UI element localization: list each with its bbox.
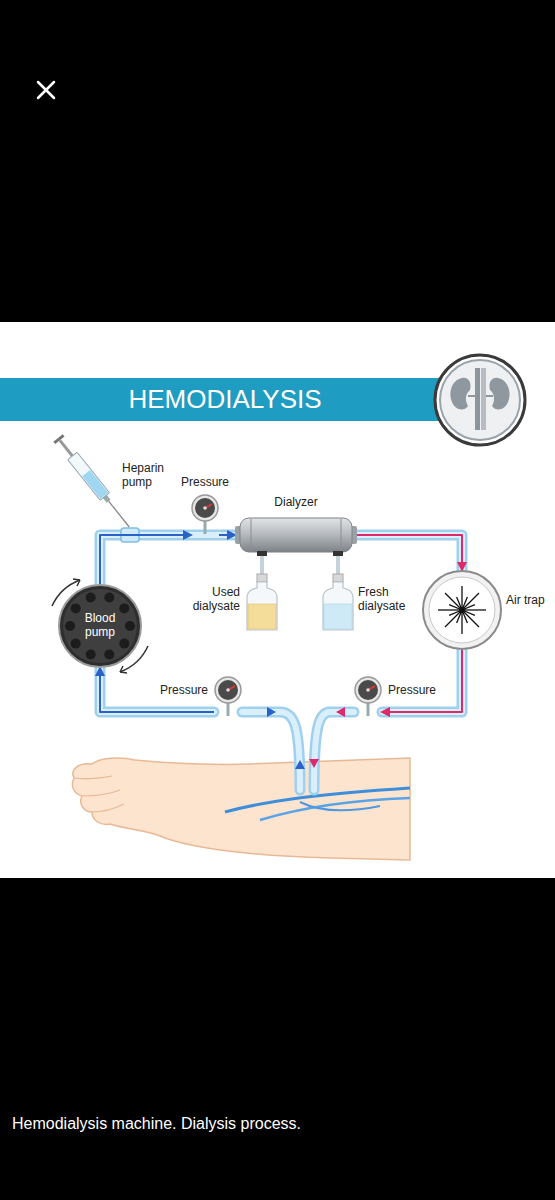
pressure-gauge-shape (214, 676, 242, 718)
fresh-dialysate-bottle-shape (322, 574, 354, 632)
blood-flow-connector (219, 534, 235, 536)
heparin-syringe: Heparin pump (50, 432, 135, 532)
node-label: Heparin pump (122, 462, 176, 490)
air-trap-shape (422, 570, 502, 650)
title-banner (0, 378, 450, 421)
flow-arrows (267, 707, 345, 769)
node-label: Air trap (506, 594, 546, 608)
node-label: Dialyzer (245, 496, 347, 510)
node-label: Pressure (165, 476, 245, 490)
used-dialysate-bottle: Used dialysate (246, 574, 278, 632)
pressure-gauge-shape (191, 494, 219, 540)
node-label: Used dialysate (178, 586, 240, 614)
close-icon (38, 82, 54, 98)
pressure-gauge: Pressure (214, 676, 242, 718)
caption: Hemodialysis machine. Dialysis process. (12, 1114, 301, 1134)
blood-flow-connector (100, 668, 214, 712)
title: HEMODIALYSIS (0, 383, 450, 415)
dialyzer-shape (235, 518, 357, 552)
used-dialysate-bottle-shape (246, 574, 278, 632)
blood-flow-connector (100, 535, 191, 584)
pressure-gauge: Pressure (191, 494, 219, 540)
pressure-gauge-shape (354, 676, 382, 718)
node-label: Fresh dialysate (358, 586, 420, 614)
pump-rotation-arrows (52, 579, 148, 673)
pressure-gauge: Pressure (354, 676, 382, 718)
node-label: Pressure (388, 684, 436, 698)
blood-flow-connector (357, 535, 462, 570)
fresh-dialysate-bottle: Fresh dialysate (322, 574, 354, 632)
kidney-icon (435, 355, 525, 445)
blood-pump: Blood pump (58, 584, 142, 668)
air-trap: Air trap (422, 570, 502, 650)
dialyzer: Dialyzer (235, 518, 357, 552)
blood-tube (100, 528, 462, 790)
close-icon (38, 82, 54, 98)
arm (72, 758, 410, 860)
blood-flow-connector (382, 650, 462, 712)
white-panel (0, 322, 555, 878)
node-label: Pressure (160, 684, 208, 698)
node-label: Blood pump (70, 612, 130, 640)
